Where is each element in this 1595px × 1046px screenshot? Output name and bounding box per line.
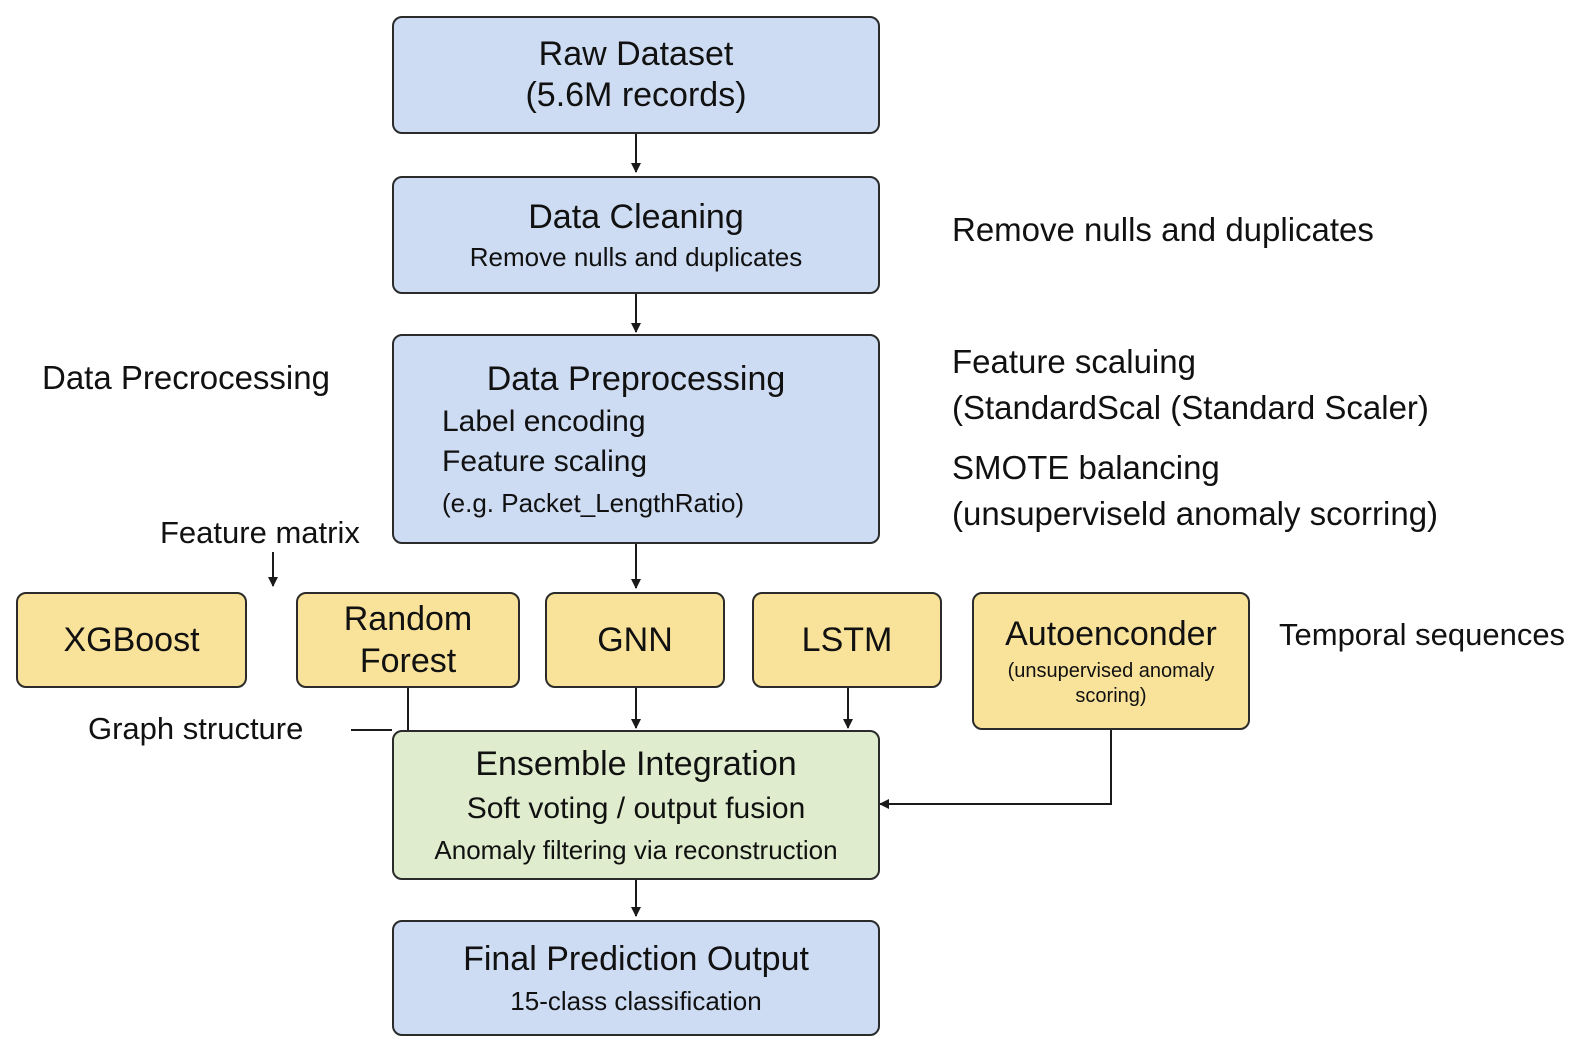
data-cleaning-subtitle: Remove nulls and duplicates xyxy=(469,241,803,272)
note-temporal-sequences: Temporal sequences xyxy=(1279,617,1566,652)
random-forest-box: Random Forest xyxy=(296,592,520,688)
final-output-title: Final Prediction Output xyxy=(463,940,809,978)
note-smote: SMOTE balancing xyxy=(952,449,1220,486)
note-feature-scaluing: Feature scaluing xyxy=(952,343,1196,380)
raw-dataset-title: Raw Dataset xyxy=(538,35,734,74)
xgboost-box: XGBoost xyxy=(16,592,247,688)
data-cleaning-title: Data Cleaning xyxy=(528,198,744,236)
autoencoder-subtitle-line1: (unsupervised anomaly xyxy=(1007,660,1215,683)
data-cleaning-box: Data Cleaning Remove nulls and duplicate… xyxy=(392,176,880,294)
ensemble-integration-box: Ensemble Integration Soft voting / outpu… xyxy=(392,730,880,880)
autoencoder-subtitle-line2: scoring) xyxy=(1075,685,1147,708)
ensemble-line1: Soft voting / output fusion xyxy=(466,791,806,825)
note-graph-structure: Graph structure xyxy=(88,711,304,746)
preprocessing-step-example: (e.g. Packet_LengthRatio) xyxy=(442,487,745,518)
note-feature-matrix: Feature matrix xyxy=(160,515,360,550)
lstm-box: LSTM xyxy=(752,592,942,688)
arrow-autoencoder-to-ensemble xyxy=(879,730,1112,809)
raw-dataset-box: Raw Dataset (5.6M records) xyxy=(392,16,880,134)
data-preprocessing-title: Data Preprocessing xyxy=(486,360,786,398)
gnn-box: GNN xyxy=(545,592,725,688)
final-output-subtitle: 15-class classification xyxy=(510,985,762,1016)
note-data-precrocessing: Data Precrocessing xyxy=(42,359,330,396)
final-output-box: Final Prediction Output 15-class classif… xyxy=(392,920,880,1036)
note-standard-scal: (StandardScal (Standard Scaler) xyxy=(952,389,1429,426)
preprocessing-step-feature-scaling: Feature scaling xyxy=(442,444,648,478)
random-forest-label-line2: Forest xyxy=(359,642,457,680)
xgboost-label: XGBoost xyxy=(63,620,200,659)
note-unsupervised: (unsuperviseld anomaly scorring) xyxy=(952,495,1439,532)
raw-dataset-subtitle: (5.6M records) xyxy=(525,76,747,114)
autoencoder-title: Autoenconder xyxy=(1005,614,1217,653)
data-preprocessing-box: Data Preprocessing Label encoding Featur… xyxy=(392,334,880,544)
ensemble-title: Ensemble Integration xyxy=(475,745,797,783)
ensemble-line2: Anomaly filtering via reconstruction xyxy=(434,834,838,865)
lstm-label: LSTM xyxy=(801,620,893,659)
preprocessing-step-label-encoding: Label encoding xyxy=(442,404,646,438)
gnn-label: GNN xyxy=(597,620,673,659)
autoencoder-box: Autoenconder (unsupervised anomaly scori… xyxy=(972,592,1250,730)
random-forest-label-line1: Random xyxy=(343,599,473,638)
note-remove-nulls: Remove nulls and duplicates xyxy=(952,211,1374,248)
